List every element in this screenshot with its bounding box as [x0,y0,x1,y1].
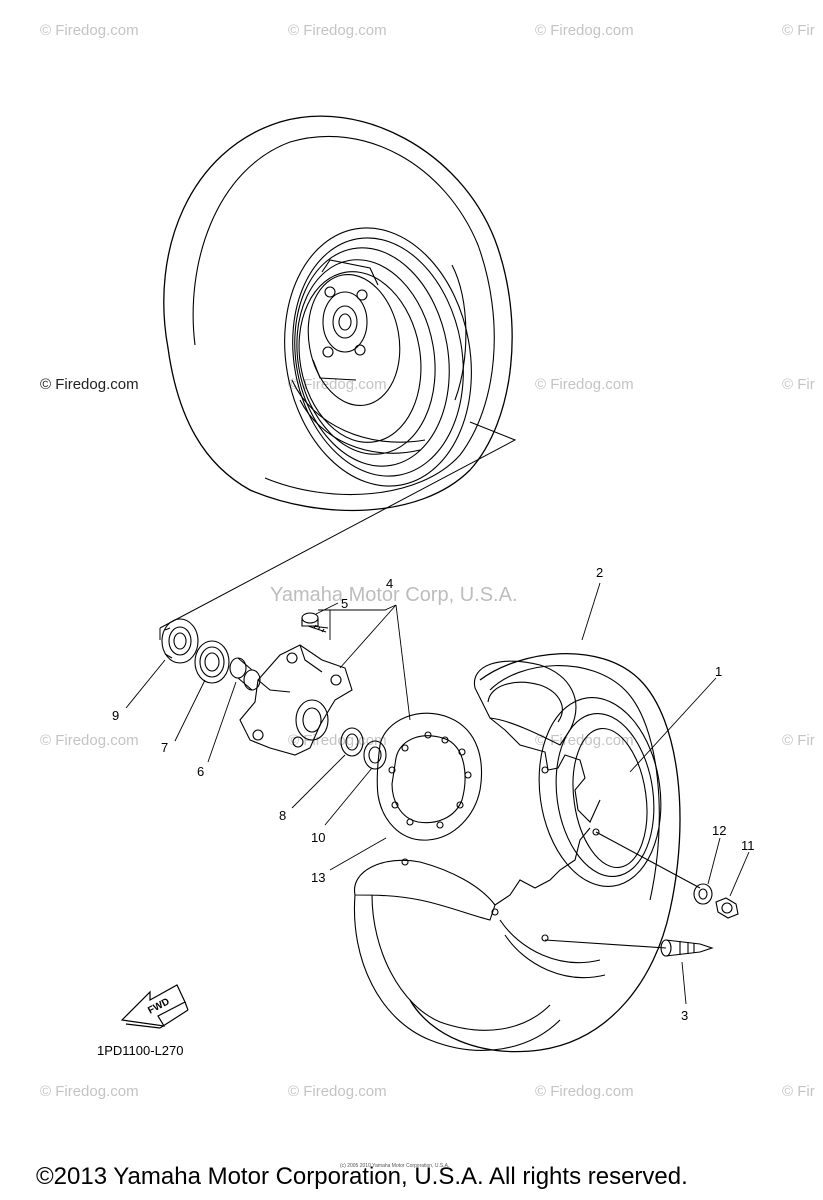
part-6-collar [230,658,260,690]
callout-5: 5 [341,596,349,611]
part-7-oil-seal [195,641,229,683]
watermark: © Firedog.com [535,22,634,39]
part-5-bolt [302,613,328,632]
part-8-bearing [341,728,363,756]
callout-4: 4 [386,576,394,591]
callout-9: 9 [112,708,120,723]
tiny-credit: (c) 2005 2010 Yamaha Motor Corporation, … [340,1163,450,1169]
callout-13: 13 [311,870,326,885]
watermark: © Firedog.com [40,376,139,393]
diagram-code: 1PD1100-L270 [97,1043,184,1058]
callout-1: 1 [715,664,723,679]
watermark: © Firedog.com [40,732,139,749]
watermark: © Fir [782,376,815,393]
watermark: © Fir [782,1083,815,1100]
watermark: © Firedog.com [535,376,634,393]
watermark: © Firedog.com [288,376,387,393]
part-13-gasket [377,713,481,840]
callout-11: 11 [741,838,755,853]
part-10-oil-seal [364,741,386,769]
watermark: © Firedog.com [40,1083,139,1100]
fwd-arrow-icon [122,985,188,1028]
callout-3: 3 [681,1008,689,1023]
center-watermark: Yamaha Motor Corp, U.S.A. [270,584,518,606]
part-9-bearing [162,619,198,663]
watermark: © Firedog.com [40,22,139,39]
part-12-washer [694,884,712,904]
part-4-hub [240,645,352,755]
callout-leaders [126,583,749,1004]
copyright-notice: ©2013 Yamaha Motor Corporation, U.S.A. A… [36,1163,688,1190]
callout-6: 6 [197,764,205,779]
watermark: © Fir [782,22,815,39]
assembled-wheel [164,116,512,510]
callout-7: 7 [161,740,169,755]
callout-2: 2 [596,565,604,580]
part-3-valve [661,940,712,956]
part-2-tire-and-1-rim [354,654,700,1052]
callout-8: 8 [279,808,287,823]
watermark: © Firedog.com [535,1083,634,1100]
watermark: © Firedog.com [288,1083,387,1100]
watermark: © Firedog.com [288,22,387,39]
callout-12: 12 [712,823,727,838]
part-11-nut [716,898,738,918]
callout-10: 10 [311,830,326,845]
watermark: © Fir [782,732,815,749]
